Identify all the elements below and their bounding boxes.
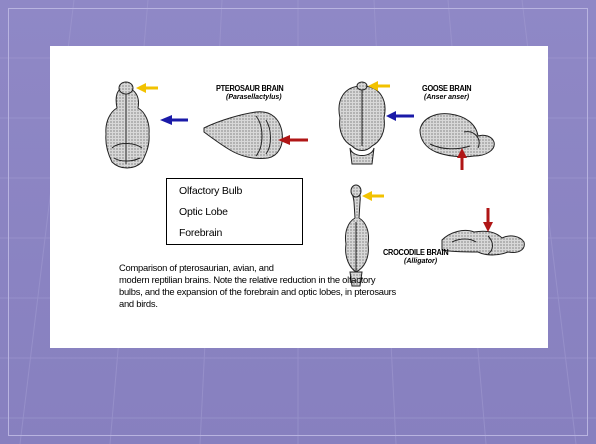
pterosaur-brain-lateral [204, 112, 282, 159]
legend-label: Olfactory Bulb [179, 185, 242, 197]
caption-line: and birds. [119, 298, 539, 310]
legend-item-optic-lobe: Optic Lobe [179, 204, 228, 220]
goose-brain-dorsal [339, 82, 385, 164]
pterosaur-brain-dorsal [106, 82, 149, 168]
goose-species: (Anser anser) [424, 94, 469, 101]
caption-line: bulbs, and the expansion of the forebrai… [119, 286, 539, 298]
forebrain-arrow-crocodile [483, 208, 493, 232]
olfactory-arrow-pterosaur [136, 83, 158, 93]
crocodile-brain-lateral [442, 230, 524, 255]
caption-line: Comparison of pterosaurian, avian, and [119, 262, 539, 274]
goose-title: GOOSE BRAIN [422, 84, 471, 93]
optic-arrow-goose [386, 111, 414, 121]
pterosaur-species: (Parasellactylus) [226, 94, 282, 101]
legend-label: Optic Lobe [179, 206, 228, 218]
crocodile-title: CROCODILE BRAIN [383, 248, 448, 257]
caption-line: modern reptilian brains. Note the relati… [119, 274, 539, 286]
legend-label: Forebrain [179, 227, 222, 239]
legend-item-forebrain: Forebrain [179, 225, 222, 241]
legend-item-olfactory: Olfactory Bulb [179, 183, 242, 199]
olfactory-arrow-crocodile [362, 191, 384, 201]
legend-box: Olfactory Bulb Optic Lobe Forebrain [166, 178, 303, 245]
figure-panel: PTEROSAUR BRAIN (Parasellactylus) GOOSE … [50, 46, 548, 348]
pterosaur-title: PTEROSAUR BRAIN [216, 84, 283, 93]
figure-caption: Comparison of pterosaurian, avian, and m… [119, 262, 539, 310]
optic-arrow-pterosaur [160, 115, 188, 125]
goose-brain-lateral [420, 114, 494, 157]
